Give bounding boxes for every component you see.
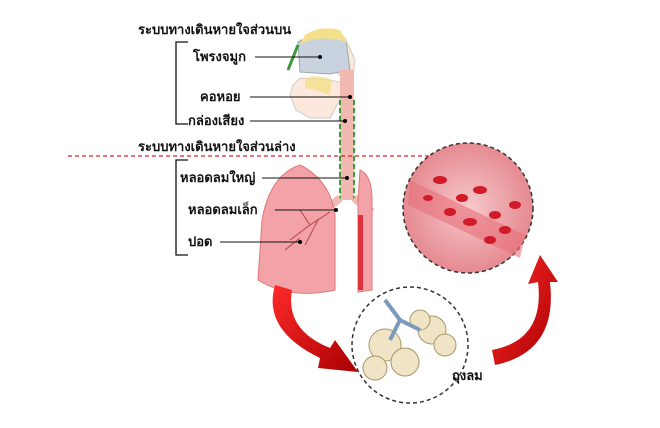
label-bronchi: หลอดลมเล็ก: [188, 200, 258, 218]
head-illustration: [286, 28, 356, 119]
lower-bracket: [175, 159, 188, 256]
label-alveoli: ถุงลม: [452, 369, 483, 384]
gas-exchange-arrow-to-blood: [492, 255, 558, 365]
label-pharynx: คอหอย: [200, 90, 241, 105]
lower-tract-title: ระบบทางเดินหายใจส่วนล่าง: [138, 138, 296, 155]
lung-illustration: [257, 164, 373, 294]
blood-vessel-closeup: [402, 142, 534, 274]
alveoli-closeup: [351, 286, 469, 404]
label-trachea: หลอดลมใหญ่: [180, 169, 255, 186]
label-larynx: กล่องเสียง: [188, 113, 244, 129]
label-nasal-cavity: โพรงจมูก: [192, 48, 246, 65]
airflow-arrow-to-alveoli: [272, 285, 358, 372]
label-lung: ปอด: [188, 235, 213, 250]
upper-tract-title: ระบบทางเดินหายใจส่วนบน: [138, 21, 291, 38]
upper-bracket: [175, 41, 188, 125]
